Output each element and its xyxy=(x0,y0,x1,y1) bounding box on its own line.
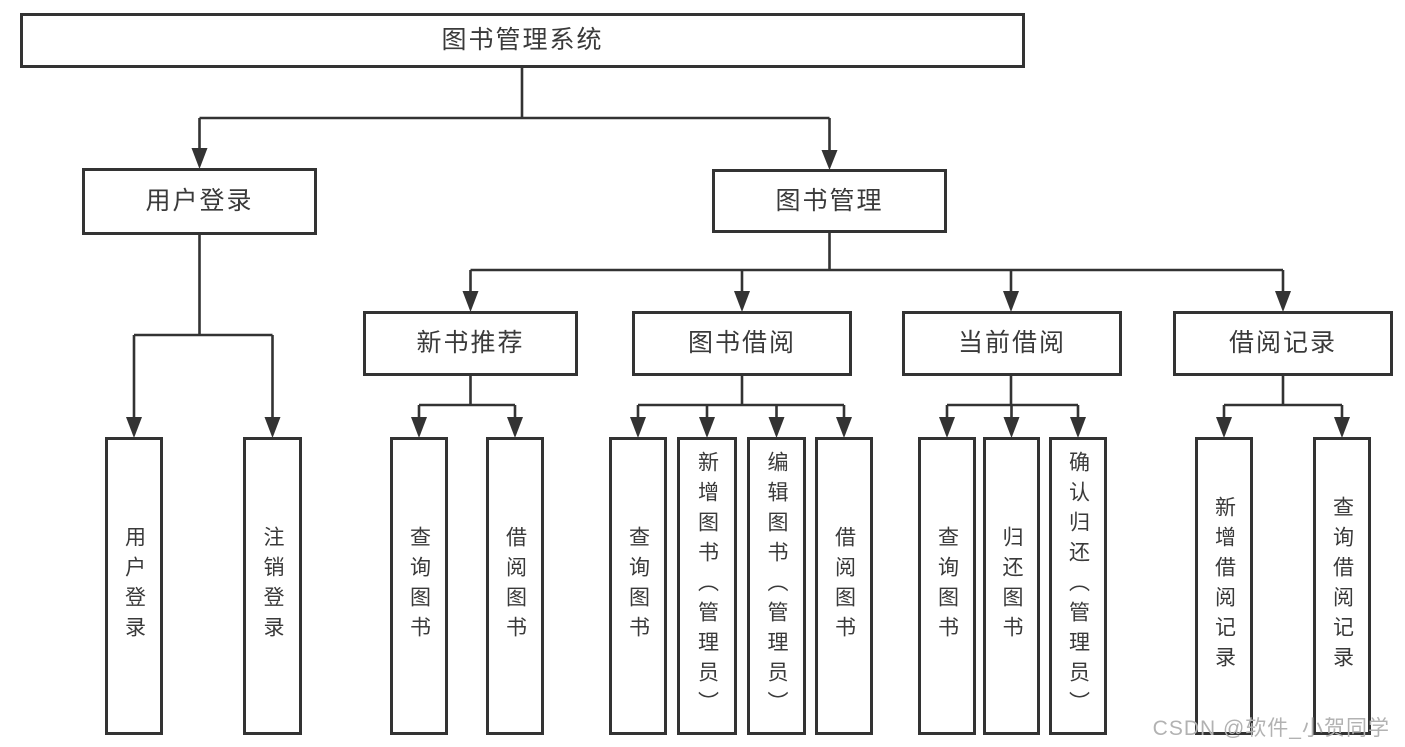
leaf-query-books-borrow: 查询图书 xyxy=(609,437,667,735)
connector-records-to-leaves xyxy=(1216,376,1350,438)
node-borrow-records: 借阅记录 xyxy=(1173,311,1393,376)
leaf-query-books-recommend: 查询图书 xyxy=(390,437,448,735)
node-book-management: 图书管理 xyxy=(712,169,947,233)
leaf-query-books-recommend-label: 查询图书 xyxy=(407,526,431,646)
leaf-return-books-label: 归还图书 xyxy=(1000,526,1023,646)
leaf-borrow-books: 借阅图书 xyxy=(815,437,873,735)
leaf-add-borrow-record-label: 新增借阅记录 xyxy=(1212,496,1236,676)
leaf-edit-books-admin: 编辑图书（管理员） xyxy=(747,437,806,735)
leaf-logout: 注销登录 xyxy=(243,437,302,735)
connector-current-to-leaves xyxy=(939,376,1086,438)
leaf-user-login: 用户登录 xyxy=(105,437,163,735)
node-current-borrow-label: 当前借阅 xyxy=(957,329,1066,357)
leaf-borrow-books-recommend: 借阅图书 xyxy=(486,437,544,735)
node-root-system: 图书管理系统 xyxy=(20,13,1025,68)
csdn-watermark: CSDN @软件_小贺同学 xyxy=(1152,717,1390,740)
connector-root-to-level2 xyxy=(191,68,838,170)
leaf-query-books-current: 查询图书 xyxy=(918,437,976,735)
leaf-return-books: 归还图书 xyxy=(983,437,1040,735)
leaf-edit-books-admin-label: 编辑图书（管理员） xyxy=(765,451,788,721)
node-root-label: 图书管理系统 xyxy=(441,26,604,54)
node-user-login-label: 用户登录 xyxy=(145,187,254,215)
node-book-borrow: 图书借阅 xyxy=(632,311,852,376)
leaf-query-books-borrow-label: 查询图书 xyxy=(626,526,650,646)
connector-login-to-leaves xyxy=(126,235,281,438)
leaf-query-borrow-record: 查询借阅记录 xyxy=(1313,437,1371,735)
leaf-confirm-return-admin: 确认归还（管理员） xyxy=(1049,437,1107,735)
node-book-borrow-label: 图书借阅 xyxy=(687,329,796,357)
node-user-login: 用户登录 xyxy=(82,168,317,235)
connector-borrow-to-leaves xyxy=(630,376,852,438)
node-new-book-recommend-label: 新书推荐 xyxy=(416,329,525,357)
leaf-query-books-current-label: 查询图书 xyxy=(935,526,959,646)
leaf-add-books-admin-label: 新增图书（管理员） xyxy=(695,451,719,721)
connector-mgmt-to-level3 xyxy=(462,233,1291,312)
leaf-logout-label: 注销登录 xyxy=(261,526,284,646)
node-new-book-recommend: 新书推荐 xyxy=(363,311,578,376)
leaf-confirm-return-admin-label: 确认归还（管理员） xyxy=(1066,451,1090,721)
leaf-add-borrow-record: 新增借阅记录 xyxy=(1195,437,1253,735)
leaf-user-login-label: 用户登录 xyxy=(122,526,146,646)
node-borrow-records-label: 借阅记录 xyxy=(1228,329,1337,357)
connector-newbooks-to-leaves xyxy=(411,376,523,438)
leaf-borrow-books-recommend-label: 借阅图书 xyxy=(503,526,527,646)
node-current-borrow: 当前借阅 xyxy=(902,311,1122,376)
leaf-add-books-admin: 新增图书（管理员） xyxy=(677,437,737,735)
leaf-query-borrow-record-label: 查询借阅记录 xyxy=(1330,496,1354,676)
node-book-management-label: 图书管理 xyxy=(775,186,884,215)
leaf-borrow-books-label: 借阅图书 xyxy=(832,526,856,646)
